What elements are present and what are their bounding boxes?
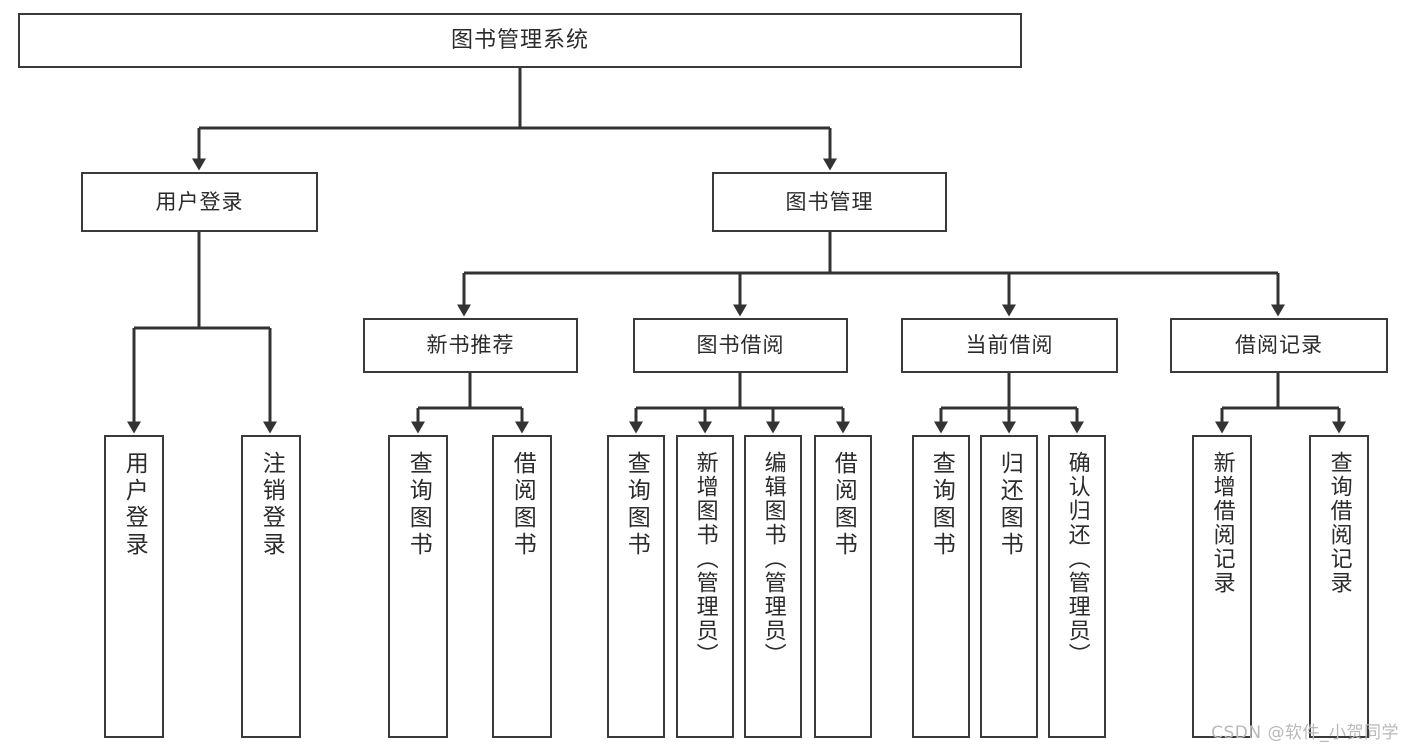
csdn-watermark: CSDN @软件_小贺同学: [1211, 723, 1399, 743]
leaf-label: 查询图书: [928, 451, 955, 559]
node-root-system[interactable]: 图书管理系统: [18, 13, 1022, 68]
leaf-label: 用户登录: [121, 451, 148, 559]
leaf-label: 借阅图书: [509, 451, 536, 559]
node-book-borrow[interactable]: 图书借阅: [633, 318, 848, 373]
node-book-management[interactable]: 图书管理: [712, 172, 947, 232]
leaf-query-borrow-record[interactable]: 查询借阅记录: [1309, 435, 1369, 738]
leaf-edit-book-admin[interactable]: 编辑图书（管理员）: [744, 435, 802, 738]
node-borrow-records[interactable]: 借阅记录: [1170, 318, 1388, 373]
leaf-label: 编辑图书（管理员）: [760, 451, 786, 667]
leaf-query-books-borrow[interactable]: 查询图书: [607, 435, 665, 738]
leaf-confirm-return-admin[interactable]: 确认归还（管理员）: [1048, 435, 1106, 738]
node-label: 新书推荐: [426, 333, 515, 358]
node-label: 图书管理: [785, 189, 874, 214]
leaf-user-login[interactable]: 用户登录: [104, 435, 164, 738]
node-user-login[interactable]: 用户登录: [81, 172, 318, 232]
leaf-label: 借阅图书: [830, 451, 857, 559]
node-label: 借阅记录: [1235, 333, 1323, 358]
leaf-label: 确认归还（管理员）: [1064, 451, 1090, 667]
leaf-label: 新增图书（管理员）: [692, 451, 718, 667]
node-label: 图书管理系统: [450, 27, 589, 53]
leaf-label: 归还图书: [996, 451, 1023, 559]
leaf-query-books-recommend[interactable]: 查询图书: [388, 435, 448, 738]
node-current-borrow[interactable]: 当前借阅: [901, 318, 1118, 373]
leaf-borrow-books-recommend[interactable]: 借阅图书: [492, 435, 552, 738]
leaf-label: 查询借阅记录: [1326, 451, 1352, 595]
leaf-query-books-current[interactable]: 查询图书: [912, 435, 970, 738]
node-new-book-recommend[interactable]: 新书推荐: [363, 318, 578, 373]
leaf-return-books[interactable]: 归还图书: [980, 435, 1038, 738]
node-label: 图书借阅: [696, 333, 785, 358]
leaf-borrow-books-borrow[interactable]: 借阅图书: [814, 435, 872, 738]
leaf-add-book-admin[interactable]: 新增图书（管理员）: [676, 435, 734, 738]
leaf-add-borrow-record[interactable]: 新增借阅记录: [1192, 435, 1252, 738]
node-label: 用户登录: [155, 189, 244, 214]
leaf-label: 注销登录: [258, 451, 285, 559]
leaf-label: 查询图书: [623, 451, 650, 559]
leaf-label: 新增借阅记录: [1209, 451, 1235, 595]
node-label: 当前借阅: [965, 333, 1054, 358]
leaf-label: 查询图书: [405, 451, 432, 559]
leaf-logout[interactable]: 注销登录: [241, 435, 301, 738]
